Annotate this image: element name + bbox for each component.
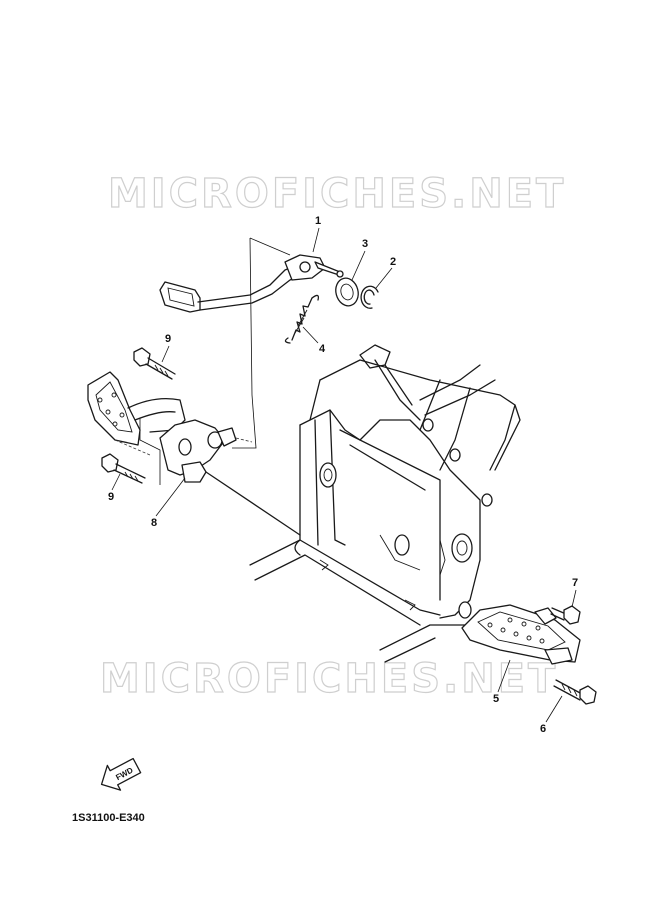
fwd-arrow-icon: FWD	[100, 757, 142, 791]
relation-line-pedal	[232, 237, 291, 449]
callout-2: 2	[375, 256, 396, 289]
bolt-upper-left	[133, 347, 176, 380]
callout-4: 4	[302, 326, 326, 355]
callout-label: 8	[151, 517, 157, 529]
callout-label: 6	[540, 723, 546, 735]
callout-label: 1	[315, 215, 321, 227]
callout-9-upper: 9	[161, 333, 171, 363]
spring	[284, 294, 320, 344]
callout-label: 3	[362, 238, 368, 250]
frame	[249, 344, 521, 663]
left-footrest	[87, 371, 301, 536]
washer	[335, 277, 359, 307]
callout-5: 5	[493, 659, 511, 705]
callout-1: 1	[312, 215, 321, 253]
pivot-axis-line	[205, 471, 301, 536]
callout-label: 9	[165, 333, 171, 345]
callout-label: 4	[319, 343, 326, 355]
callout-label: 7	[572, 577, 578, 589]
circlip	[360, 285, 379, 309]
brake-pedal	[159, 254, 344, 313]
callout-7: 7	[571, 577, 578, 608]
watermark-top: MICROFICHES.NET	[108, 171, 566, 217]
right-footrest	[461, 604, 581, 665]
callout-9-lower: 9	[108, 473, 121, 503]
bolt-six	[553, 679, 597, 705]
callout-3: 3	[351, 238, 368, 281]
callout-8: 8	[151, 477, 186, 529]
reference-code: 1S31100-E340	[72, 812, 145, 824]
callout-label: 5	[493, 693, 499, 705]
callout-label: 2	[390, 256, 396, 268]
callout-6: 6	[540, 695, 563, 735]
relation-line-bracket	[139, 418, 161, 485]
callout-label: 9	[108, 491, 114, 503]
watermark-bottom: MICROFICHES.NET	[100, 656, 558, 702]
bolt-lower-left	[101, 453, 146, 484]
